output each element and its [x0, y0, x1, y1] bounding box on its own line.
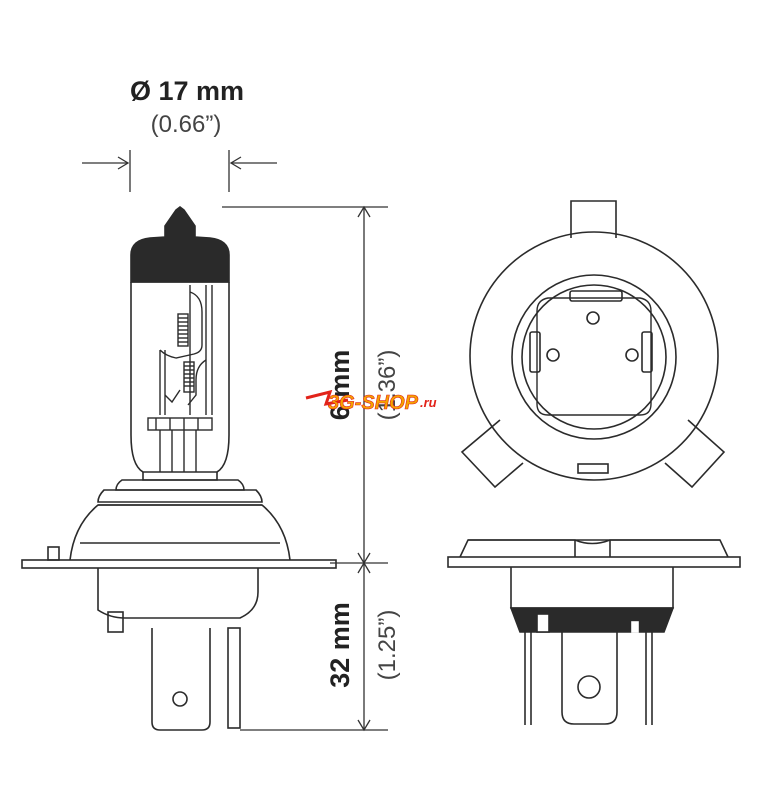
- base-dome: [69, 504, 291, 561]
- lug-right: [664, 419, 726, 489]
- bulb-top-view: [460, 200, 726, 489]
- svg-text:.ru: .ru: [420, 395, 437, 410]
- diameter-inch-label: (0.66”): [151, 111, 222, 138]
- shop-watermark: 3G-SHOP .ru: [305, 389, 437, 414]
- bulb-cap: [130, 206, 230, 283]
- glass-neck: [142, 472, 218, 481]
- terminal-hole: [172, 691, 188, 707]
- terminal-large: [151, 628, 211, 731]
- top-lug: [570, 200, 617, 238]
- base-dark-band: [509, 607, 675, 633]
- terminal-left: [529, 331, 541, 373]
- base-body: [510, 567, 674, 609]
- locating-tab: [47, 546, 60, 561]
- inner-ring-inner: [521, 284, 667, 430]
- base-label: 32 mm: [325, 602, 355, 688]
- terminal-right: [641, 331, 653, 373]
- height-label: 6 mm: [325, 350, 355, 421]
- socket-cutout: [536, 297, 652, 416]
- mounting-flange: [21, 559, 337, 569]
- diameter-label: Ø 17 mm: [130, 76, 244, 106]
- outer-ring: [469, 231, 719, 481]
- lower-base: [97, 568, 259, 619]
- terminal-pin: [227, 627, 241, 729]
- glass-envelope: [130, 282, 230, 473]
- terminal-top: [569, 290, 623, 302]
- lug-left: [460, 419, 524, 489]
- svg-text:3G-SHOP: 3G-SHOP: [328, 392, 419, 414]
- diameter-dimension: [82, 150, 277, 192]
- base-inch-label: (1.25”): [374, 610, 401, 681]
- base-flange-top: [459, 539, 729, 558]
- collar-ring: [115, 479, 245, 491]
- bulb-side-view: [21, 206, 337, 731]
- filament-assembly: [147, 285, 213, 472]
- bulb-base-view: [447, 539, 741, 725]
- inner-ring-outer: [511, 274, 677, 440]
- bottom-notch: [577, 463, 609, 474]
- base-plate: [447, 556, 741, 568]
- height-dimension: [222, 205, 388, 732]
- base-terminal-hole: [577, 675, 601, 699]
- height-inch-label: (1.36”): [374, 350, 401, 421]
- base-terminal-large: [561, 632, 618, 725]
